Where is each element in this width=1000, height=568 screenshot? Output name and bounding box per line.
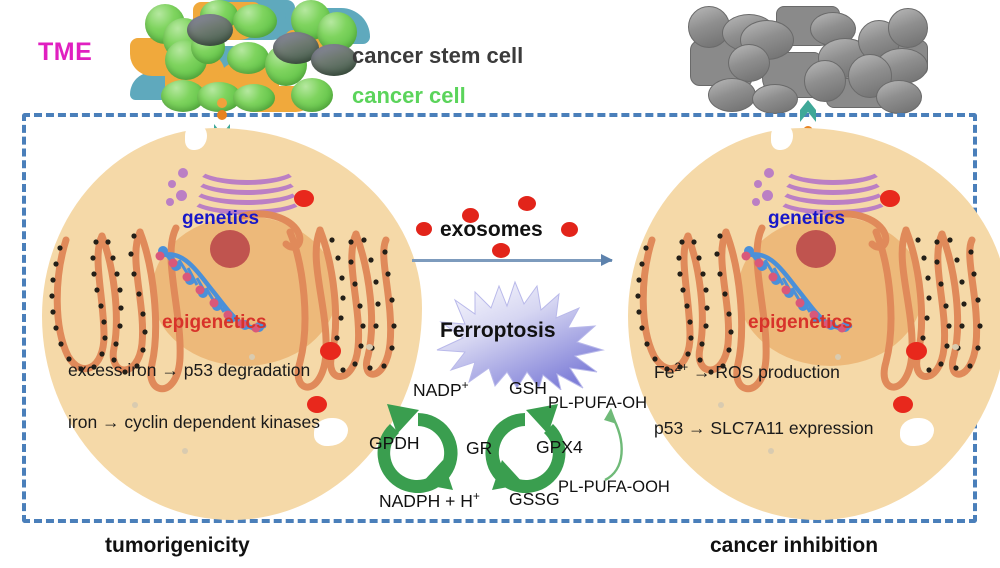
- exosome-dot: [492, 243, 510, 258]
- dna-helix-icon: [155, 246, 267, 333]
- ferroptosis-burst-icon: [436, 280, 605, 390]
- vacuole: [314, 418, 348, 446]
- iron-granule: [294, 190, 314, 207]
- nadph-label: NADPH + H+: [379, 489, 480, 512]
- cancer-inhibited-cell: genetics epigenetics Fe2+ → ROS producti…: [628, 124, 1000, 520]
- cytoplasm-granule: [835, 354, 841, 360]
- cancer-stem-cell-legend-label: cancer stem cell: [352, 43, 524, 68]
- iron-granule: [906, 342, 927, 360]
- ferroptosis-label: Ferroptosis: [440, 319, 556, 342]
- inhibited-cell-blob: [848, 54, 892, 98]
- tme-cell-cluster-right: [680, 0, 960, 114]
- pl-pufa-ooh-label: PL-PUFA-OOH: [558, 478, 670, 496]
- nadph-superscript: +: [472, 489, 480, 503]
- tumorigenic-cell: genetics epigenetics excess iron → p53 d…: [42, 124, 422, 520]
- right-cell-line-1-superscript: 2+: [674, 360, 689, 374]
- right-cell-line-1-rest: → ROS production: [688, 361, 840, 382]
- exosomes-label: exosomes: [440, 218, 543, 241]
- up-arrow-icon: [800, 100, 816, 122]
- cancer-cell-blob: [233, 4, 277, 38]
- iron-granule: [320, 342, 341, 360]
- golgi-vesicle: [754, 180, 762, 188]
- cytoplasm-granule: [718, 402, 724, 408]
- nadp-plus-superscript: +: [461, 378, 469, 392]
- inhibited-cell-blob: [708, 78, 756, 112]
- golgi-vesicle: [764, 168, 774, 178]
- membrane-vesicle: [771, 124, 793, 150]
- left-cell-line-2: iron → cyclin dependent kinases: [68, 412, 320, 432]
- cancer-cell-blob: [291, 78, 333, 112]
- cancer-stem-cell-blob: [187, 14, 233, 46]
- exosome-dot: [416, 222, 432, 236]
- right-cell-line-1: Fe2+ → ROS production: [654, 360, 840, 383]
- nadp-plus-label: NADP+: [413, 378, 469, 401]
- exosome-dot: [518, 196, 536, 211]
- cytoplasm-granule: [952, 344, 959, 350]
- tme-label: TME: [38, 38, 93, 66]
- cancer-cell-blob: [233, 84, 275, 112]
- inhibited-cell-blob: [728, 44, 770, 82]
- dna-helix-icon: [741, 246, 853, 333]
- transfer-arrow-icon: [412, 254, 613, 266]
- membrane-vesicle: [185, 124, 207, 150]
- pl-pufa-oh-label: PL-PUFA-OH: [548, 394, 648, 412]
- inhibited-cell-blob: [752, 84, 798, 114]
- orange-dot: [217, 110, 227, 120]
- right-caption: cancer inhibition: [710, 534, 879, 557]
- iron-granule: [880, 190, 900, 207]
- nucleolus: [210, 230, 250, 268]
- nucleolus: [796, 230, 836, 268]
- nadph-base: NADPH + H: [379, 490, 473, 511]
- epigenetics-label-left: epigenetics: [162, 312, 267, 333]
- iron-granule: [307, 396, 327, 413]
- left-cell-line-1: excess iron → p53 degradation: [68, 360, 311, 380]
- right-cell-line-1-base: Fe: [654, 361, 675, 382]
- gr-label: GR: [466, 438, 493, 458]
- cancer-cell-legend-label: cancer cell: [352, 83, 466, 108]
- cytoplasm-granule: [132, 402, 138, 408]
- inhibited-cell-blob: [876, 80, 922, 114]
- gpx4-label: GPX4: [536, 437, 583, 457]
- inhibited-cell-blob: [804, 60, 846, 102]
- exosome-dot: [561, 222, 578, 237]
- right-cell-line-2: p53 → SLC7A11 expression: [654, 418, 874, 438]
- gpdh-label: GPDH: [369, 433, 420, 453]
- epigenetics-label-right: epigenetics: [748, 312, 853, 333]
- tme-cell-cluster-left: [95, 0, 370, 112]
- orange-dot: [217, 98, 227, 108]
- ribosomes: [49, 233, 397, 375]
- cytoplasm-granule: [249, 354, 255, 360]
- nadp-plus-base: NADP: [413, 379, 462, 400]
- cytoplasm-granule: [366, 344, 373, 350]
- genetics-label-left: genetics: [182, 208, 260, 229]
- cytoplasm-granule: [768, 448, 774, 454]
- inhibited-cell-blob: [888, 8, 928, 48]
- vacuole: [900, 418, 934, 446]
- lipid-peroxide-reduction-arrow-icon: [604, 408, 623, 482]
- golgi-vesicle: [752, 198, 760, 206]
- golgi-vesicle: [762, 190, 773, 201]
- cytoplasm-granule: [182, 448, 188, 454]
- golgi-vesicle: [176, 190, 187, 201]
- gsh-label: GSH: [509, 378, 547, 398]
- exosome-dot: [462, 208, 479, 223]
- golgi-vesicle: [168, 180, 176, 188]
- iron-granule: [893, 396, 913, 413]
- golgi-vesicle: [166, 198, 174, 206]
- redox-cycle-arrows-icon: [377, 404, 566, 493]
- left-caption: tumorigenicity: [105, 534, 250, 557]
- gssg-label: GSSG: [509, 489, 560, 509]
- genetics-label-right: genetics: [768, 208, 846, 229]
- cancer-cell-blob: [227, 42, 269, 74]
- golgi-vesicle: [178, 168, 188, 178]
- cancer-stem-cell-blob: [311, 44, 357, 76]
